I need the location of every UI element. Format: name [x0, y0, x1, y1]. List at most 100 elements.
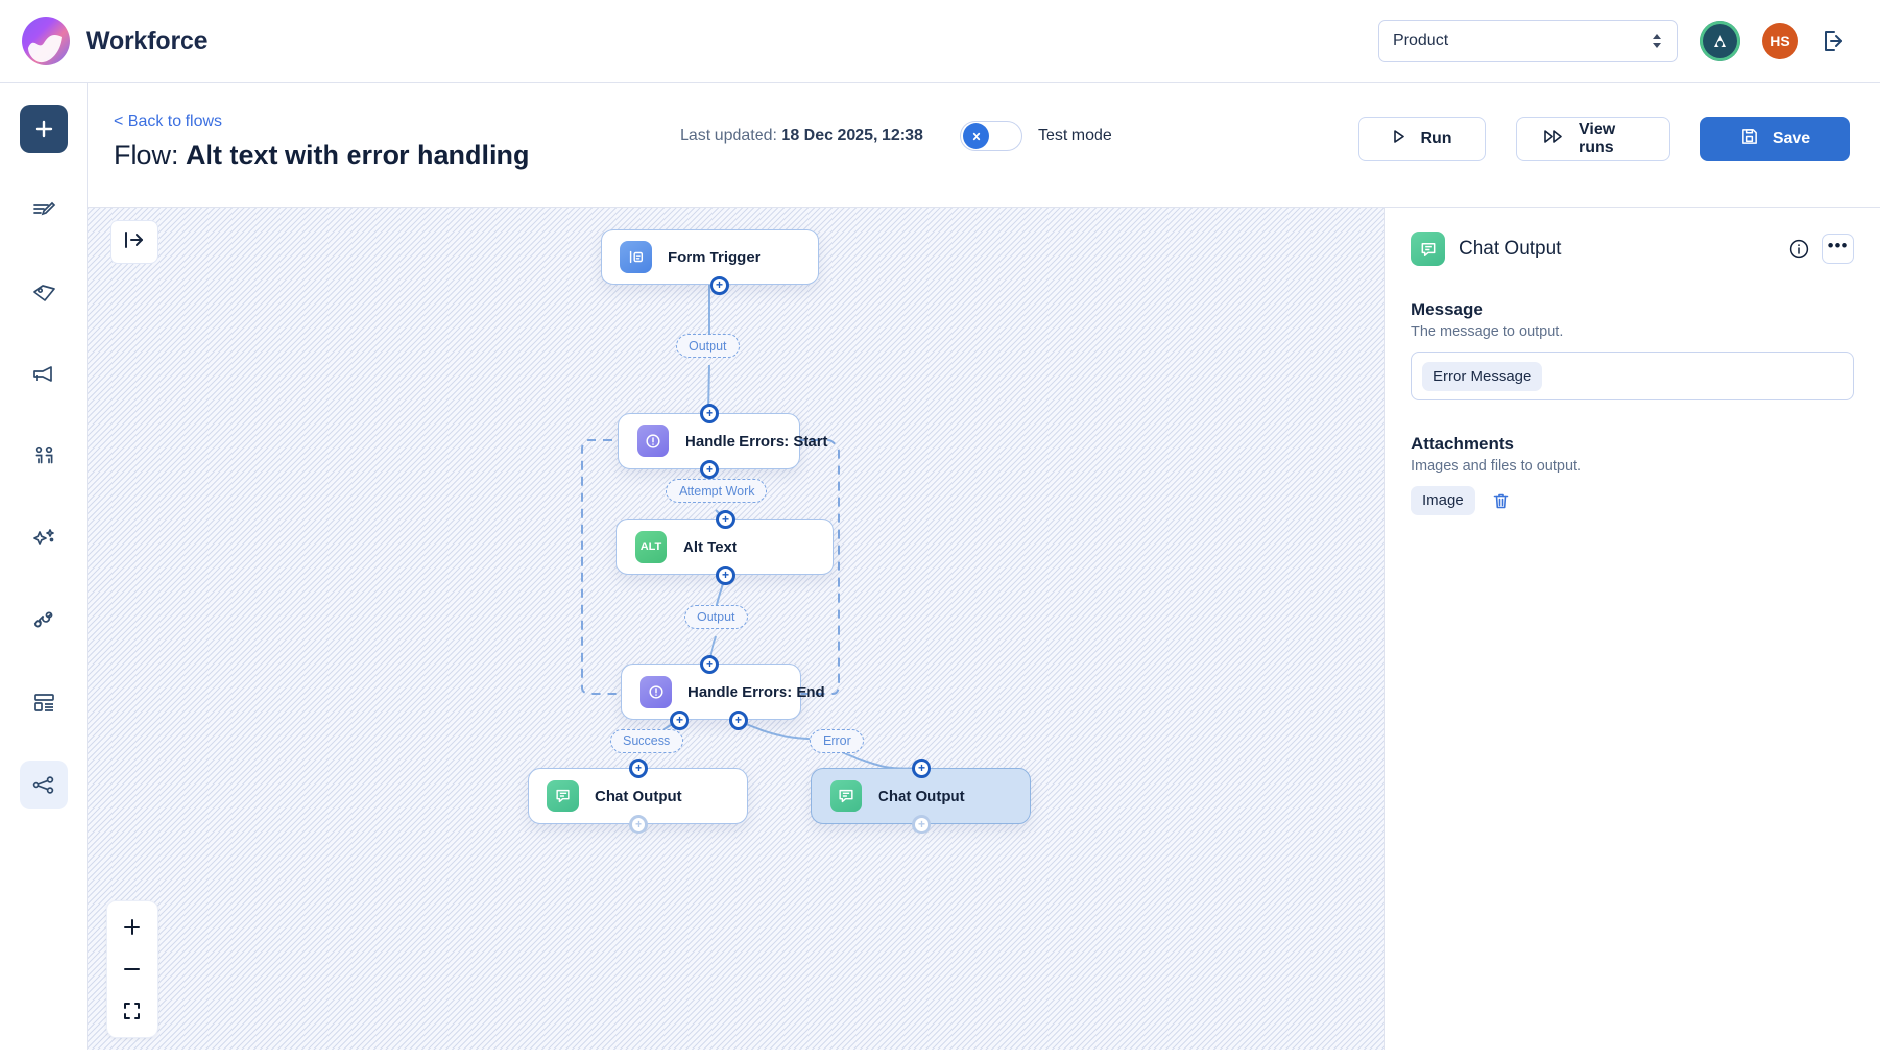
node-settings-panel: Chat Output ••• Message The message to o… — [1384, 208, 1880, 1050]
flow-subheader: < Back to flows Flow: Alt text with erro… — [88, 83, 1880, 208]
product-select[interactable]: Product — [1378, 20, 1678, 62]
node-handle-errors-end[interactable]: Handle Errors: End + + + — [621, 655, 825, 730]
attachment-chip-image[interactable]: Image — [1411, 486, 1475, 515]
node-label: Form Trigger — [668, 248, 761, 266]
app-badge-icon[interactable] — [1700, 21, 1740, 61]
message-variable-chip[interactable]: Error Message — [1422, 361, 1543, 391]
sidebar-item-content[interactable] — [20, 187, 68, 235]
panel-title: Chat Output — [1459, 238, 1562, 259]
edge-label-success: Success — [610, 729, 684, 753]
close-x-icon — [963, 123, 989, 149]
back-to-flows-link[interactable]: < Back to flows — [114, 113, 223, 130]
page-title-name: Alt text with error handling — [186, 140, 530, 170]
zoom-out-button[interactable] — [110, 951, 154, 987]
sidebar-item-tags[interactable] — [20, 269, 68, 317]
alert-circle-icon — [640, 676, 672, 708]
brand-title: Workforce — [86, 26, 208, 55]
last-updated: Last updated: 18 Dec 2025, 12:38 — [680, 127, 923, 145]
node-handle-errors-start[interactable]: Handle Errors: Start + + — [618, 404, 828, 479]
sidebar-item-integrations[interactable] — [20, 597, 68, 645]
sidebar-item-add[interactable] — [19, 105, 68, 153]
more-horizontal-icon: ••• — [1827, 235, 1849, 255]
flow-canvas[interactable]: Form Trigger + Handle Errors: Start + + … — [88, 208, 1384, 1050]
form-icon — [620, 241, 652, 273]
alert-circle-icon — [637, 425, 669, 457]
flow-edges — [581, 285, 922, 770]
page-title: Flow: Alt text with error handling — [114, 140, 530, 171]
node-alt-text[interactable]: ALT Alt Text + + — [616, 510, 834, 585]
node-label: Chat Output — [595, 787, 682, 805]
test-mode-label: Test mode — [1038, 127, 1112, 144]
message-input[interactable]: Error Message — [1411, 352, 1854, 400]
chevron-updown-icon — [1651, 32, 1663, 50]
info-icon[interactable] — [1788, 238, 1810, 260]
chat-bubble-icon — [547, 780, 579, 812]
test-mode-toggle[interactable] — [960, 121, 1022, 151]
panel-header: Chat Output ••• — [1411, 232, 1854, 266]
node-form-trigger[interactable]: Form Trigger + — [601, 229, 819, 295]
trash-icon[interactable] — [1491, 491, 1511, 511]
alt-badge-icon: ALT — [635, 531, 667, 563]
node-port-out[interactable]: + — [710, 276, 729, 295]
panel-collapse-right-icon — [123, 230, 145, 255]
avatar[interactable]: HS — [1762, 23, 1798, 59]
attachments-row: Image — [1411, 486, 1854, 515]
header-actions: Product HS — [1378, 20, 1846, 62]
app-header: Workforce Product HS — [0, 0, 1880, 83]
logout-icon[interactable] — [1820, 28, 1846, 54]
edge-label-attempt-work: Attempt Work — [666, 479, 768, 503]
edge-label-output-1: Output — [676, 334, 740, 358]
double-play-icon — [1543, 129, 1565, 149]
run-button-label: Run — [1420, 130, 1452, 147]
node-label: Handle Errors: End — [688, 683, 825, 701]
node-chat-output-success[interactable]: Chat Output + + — [528, 759, 748, 834]
more-options-button[interactable]: ••• — [1822, 234, 1854, 264]
message-label: Message — [1411, 300, 1483, 319]
save-button[interactable]: Save — [1700, 117, 1850, 161]
view-runs-button-label: View runs — [1579, 121, 1616, 156]
chat-bubble-icon — [1411, 232, 1445, 266]
node-port-out[interactable]: + — [912, 815, 931, 834]
fit-view-button[interactable] — [110, 993, 154, 1029]
floppy-disk-icon — [1740, 127, 1759, 151]
node-chat-output-error[interactable]: Chat Output + + — [811, 759, 1031, 834]
node-port-in[interactable]: + — [716, 510, 735, 529]
page-title-prefix: Flow: — [114, 140, 187, 170]
run-button[interactable]: Run — [1358, 117, 1486, 161]
save-button-label: Save — [1772, 130, 1811, 147]
node-port-in[interactable]: + — [629, 759, 648, 778]
collapse-panel-button[interactable] — [110, 220, 158, 264]
node-label: Handle Errors: Start — [685, 432, 828, 450]
brand: Workforce — [22, 17, 208, 65]
edge-label-error: Error — [810, 729, 864, 753]
sidebar-item-audience[interactable] — [20, 433, 68, 481]
panel-header-actions: ••• — [1788, 234, 1854, 264]
edge-label-output-2: Output — [684, 605, 748, 629]
node-port-error[interactable]: + — [729, 711, 748, 730]
node-port-out[interactable]: + — [716, 566, 735, 585]
zoom-controls — [106, 900, 158, 1038]
sidebar-item-campaigns[interactable] — [20, 351, 68, 399]
product-select-value: Product — [1393, 32, 1449, 49]
view-runs-button[interactable]: View runs — [1516, 117, 1670, 161]
play-icon — [1392, 129, 1406, 149]
sidebar-item-flows[interactable] — [19, 761, 68, 809]
node-port-in[interactable]: + — [912, 759, 931, 778]
attachments-help: Images and files to output. — [1411, 458, 1582, 474]
subheader-actions: Run View runs Save — [1358, 117, 1850, 161]
node-label: Alt Text — [683, 538, 737, 556]
last-updated-label: Last updated: — [680, 127, 782, 144]
chat-bubble-icon — [830, 780, 862, 812]
last-updated-value: 18 Dec 2025, 12:38 — [781, 127, 923, 144]
node-port-out[interactable]: + — [700, 460, 719, 479]
test-mode-control: Test mode — [960, 121, 1112, 151]
sidebar-item-templates[interactable] — [20, 679, 68, 727]
node-port-in[interactable]: + — [700, 655, 719, 674]
sidebar-item-ai[interactable] — [20, 515, 68, 563]
node-port-out[interactable]: + — [629, 815, 648, 834]
zoom-in-button[interactable] — [110, 909, 154, 945]
node-port-success[interactable]: + — [670, 711, 689, 730]
node-label: Chat Output — [878, 787, 965, 805]
sidebar-nav — [0, 83, 88, 1050]
node-port-in[interactable]: + — [700, 404, 719, 423]
